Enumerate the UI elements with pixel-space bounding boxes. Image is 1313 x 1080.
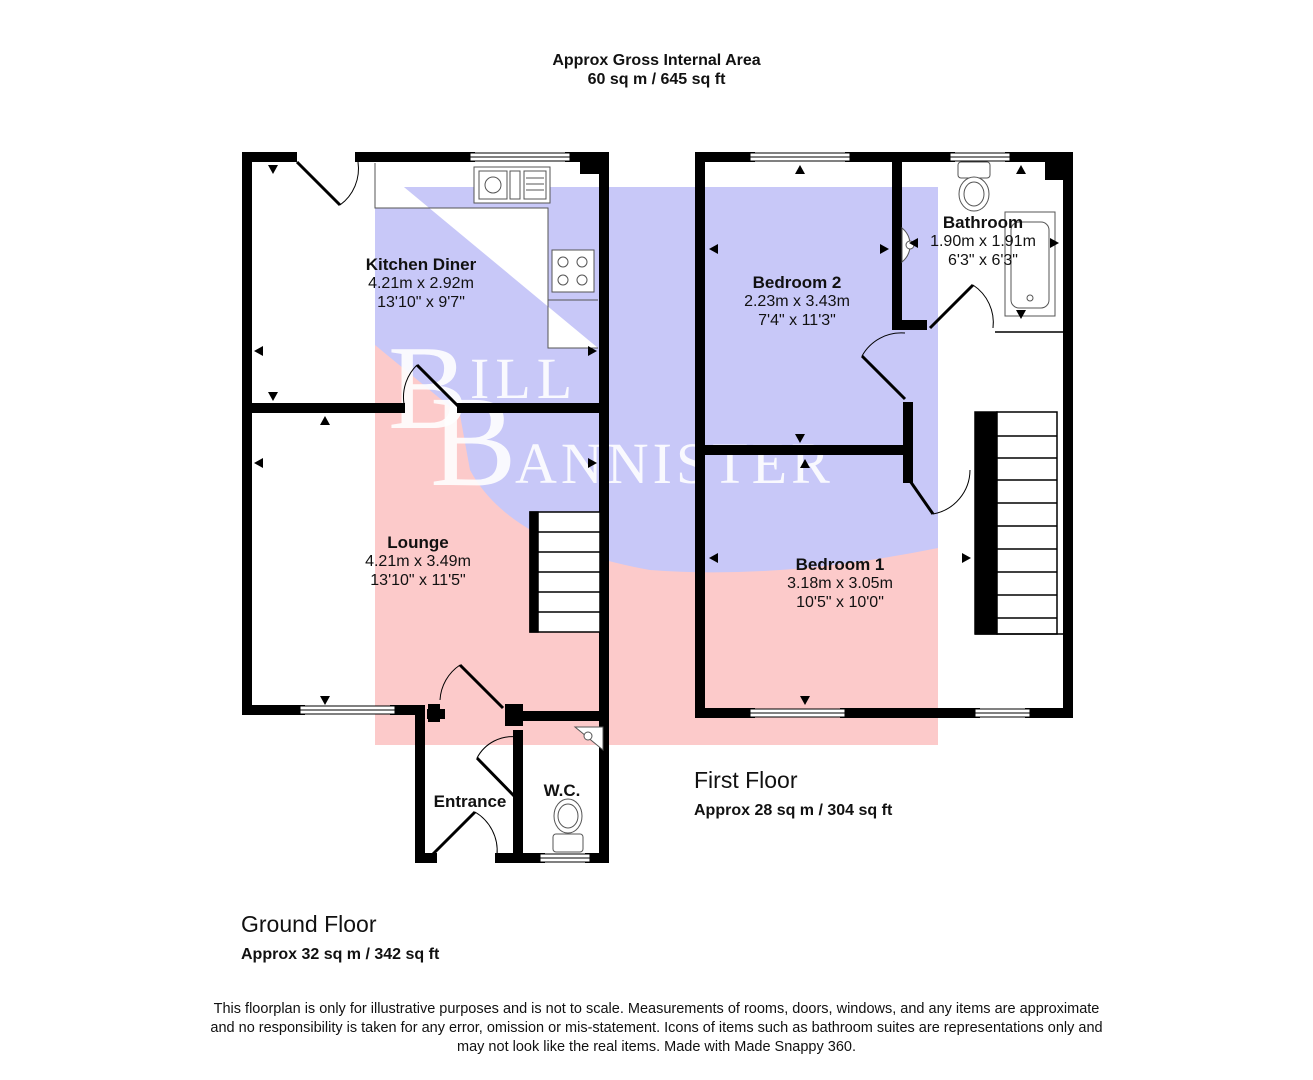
first-floor-stairs (974, 331, 1068, 635)
bathroom-fixtures (901, 161, 1056, 317)
wc-fixtures (552, 726, 604, 853)
gross-area-heading: Approx Gross Internal Area 60 sq m / 645… (0, 51, 1313, 89)
room-name: W.C. (543, 781, 581, 800)
ground-floor-windows (299, 152, 591, 863)
room-entrance: Entrance (428, 792, 512, 811)
room-metric: 4.21m x 3.49m (365, 553, 471, 570)
first-floor-title: First Floor (694, 767, 798, 793)
room-metric: 3.18m x 3.05m (787, 575, 893, 592)
room-imperial: 13'10" x 11'5" (370, 572, 466, 589)
first-floor-doors (860, 283, 994, 515)
room-imperial: 10'5" x 10'0" (796, 594, 884, 611)
ground-floor-stairs (529, 511, 601, 633)
disclaimer-line: This floorplan is only for illustrative … (213, 1001, 1100, 1017)
room-wc: W.C. (538, 781, 586, 800)
first-floor-walls (695, 152, 1073, 718)
disclaimer-line: may not look like the real items. Made w… (457, 1039, 856, 1055)
first-floor-dimension-markers (709, 165, 1059, 705)
room-metric: 1.90m x 1.91m (930, 233, 1036, 250)
first-floor-area: Approx 28 sq m / 304 sq ft (694, 802, 893, 819)
room-imperial: 6'3" x 6'3" (948, 252, 1018, 269)
svg-text:ANNISTER: ANNISTER (515, 431, 834, 496)
room-imperial: 7'4" x 11'3" (758, 312, 836, 329)
room-kitchen-diner: Kitchen Diner 4.21m x 2.92m 13'10" x 9'7… (335, 255, 507, 312)
room-metric: 4.21m x 2.92m (368, 275, 474, 292)
room-name: Entrance (433, 792, 507, 811)
room-name: Bathroom (942, 213, 1024, 232)
svg-text:B: B (388, 321, 468, 454)
ground-floor-walls (242, 152, 609, 863)
kitchen-units (374, 163, 598, 349)
gross-area-label: Approx Gross Internal Area (552, 52, 761, 69)
room-imperial: 13'10" x 9'7" (377, 294, 465, 311)
room-name: Bedroom 1 (795, 555, 885, 574)
first-floor-windows (749, 152, 1031, 718)
watermark-logo: B ILL B ANNISTER (375, 187, 938, 745)
ground-floor-dimension-markers (254, 165, 597, 705)
disclaimer: This floorplan is only for illustrative … (150, 1000, 1163, 1057)
room-name: Kitchen Diner (365, 255, 477, 274)
room-bathroom: Bathroom 1.90m x 1.91m 6'3" x 6'3" (910, 213, 1056, 270)
gross-area-value: 60 sq m / 645 sq ft (587, 71, 726, 88)
ground-floor-doors (295, 160, 520, 857)
room-lounge: Lounge 4.21m x 3.49m 13'10" x 11'5" (335, 533, 501, 590)
disclaimer-line: and no responsibility is taken for any e… (210, 1020, 1103, 1036)
ground-floor-title: Ground Floor (241, 911, 377, 937)
room-name: Bedroom 2 (752, 273, 842, 292)
room-bedroom-1: Bedroom 1 3.18m x 3.05m 10'5" x 10'0" (762, 555, 918, 612)
room-name: Lounge (387, 533, 449, 552)
svg-text:ILL: ILL (470, 346, 578, 411)
ground-floor-area: Approx 32 sq m / 342 sq ft (241, 946, 440, 963)
room-bedroom-2: Bedroom 2 2.23m x 3.43m 7'4" x 11'3" (722, 273, 872, 330)
room-metric: 2.23m x 3.43m (744, 293, 850, 310)
